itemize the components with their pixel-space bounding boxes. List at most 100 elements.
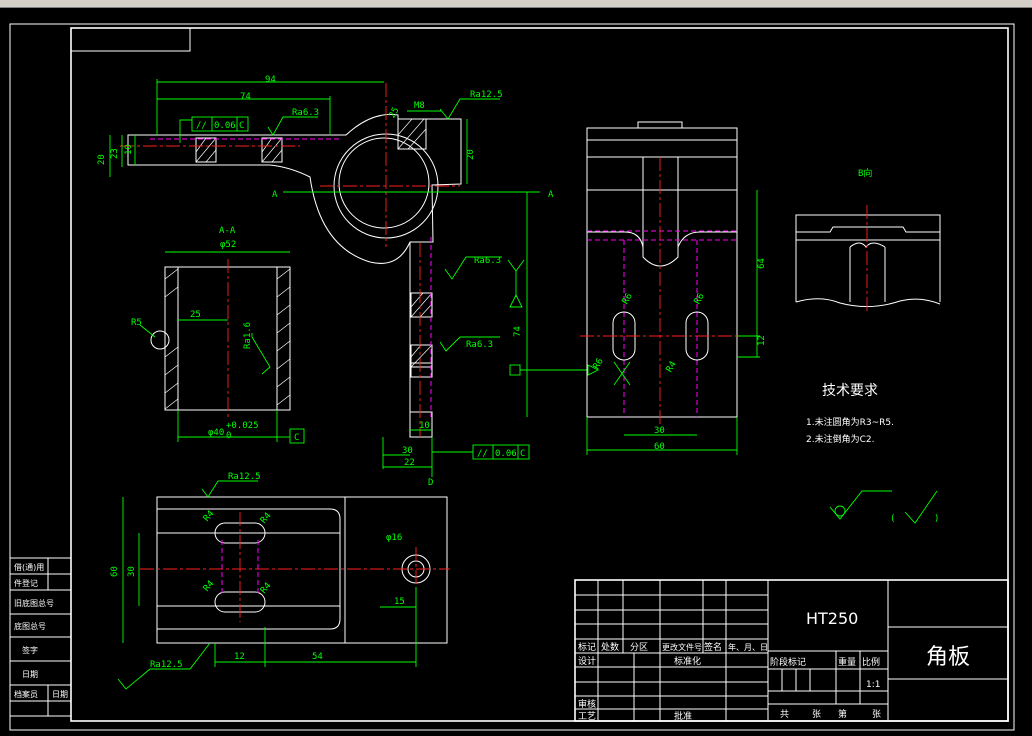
dim-phi40-upper: +0.025 bbox=[226, 421, 259, 431]
right-dimensions: 64 12 R6 R6 R6 R4 30 60 bbox=[586, 190, 767, 455]
cut-mark-a-left: A bbox=[272, 190, 278, 200]
tb-sheets-total: 共 bbox=[780, 709, 789, 720]
ra-section: Ra1.6 bbox=[243, 322, 253, 349]
cut-mark-d: D bbox=[428, 478, 433, 488]
dim-r6-a: R6 bbox=[621, 292, 635, 306]
toolbar-strip bbox=[0, 0, 1032, 8]
ra-front-2: Ra6.3 bbox=[474, 256, 501, 266]
tol-bottom-value: 0.06 bbox=[495, 449, 517, 459]
register-label-1: 件登记 bbox=[14, 578, 38, 588]
drawing-canvas: 借(通)用 件登记 旧底图总号 底图总号 签字 日期 档案员 日期 bbox=[9, 23, 1015, 731]
tech-item-2: 2.未注倒角为C2. bbox=[806, 433, 874, 445]
drawing-frame bbox=[9, 23, 1015, 731]
front-hatching bbox=[195, 118, 433, 378]
dim-bottom-30: 30 bbox=[127, 566, 137, 577]
b-view-label: B向 bbox=[858, 167, 872, 179]
ra-front-0: Ra12.5 bbox=[470, 90, 503, 100]
tb-date: 年、月、日 bbox=[728, 642, 768, 652]
dim-bottom-60: 60 bbox=[110, 566, 120, 577]
tol-top-value: 0.06 bbox=[214, 121, 236, 131]
dim-phi40-lower: 0 bbox=[226, 431, 231, 441]
dim-bottom-54: 54 bbox=[312, 652, 323, 662]
paren-close: ) bbox=[934, 514, 939, 524]
front-roughness: Ra6.3 Ra12.5 Ra6.3 Ra6.3 bbox=[267, 90, 503, 352]
dim-74-vertical: 74 bbox=[513, 326, 523, 337]
dim-phi16: φ16 bbox=[386, 533, 402, 543]
tb-mark: 标记 bbox=[578, 641, 596, 653]
tb-sheets-current: 第 bbox=[838, 708, 847, 720]
tb-standard: 标准化 bbox=[674, 655, 701, 667]
front-view: 94 74 M8 25 20 23 10 20 74 30 22 10 A A … bbox=[97, 75, 600, 488]
bottom-view: 60 30 12 54 15 φ16 R4 R4 R4 R4 Ra12.5 Ra… bbox=[110, 472, 450, 690]
tb-scale: 1:1 bbox=[866, 680, 880, 690]
dim-r6-b: R6 bbox=[693, 292, 707, 306]
register-label-5: 日期 bbox=[22, 670, 38, 679]
tb-sign: 签名 bbox=[704, 641, 722, 653]
title-block: 标记 处数 分区 更改文件号 签名 年、月、日 设计 标准化 审核 工艺 批准 … bbox=[574, 579, 1009, 722]
tech-requirements: 技术要求 1.未注圆角为R3~R5. 2.未注倒角为C2. ( ) bbox=[806, 383, 939, 524]
ra-front-3: Ra6.3 bbox=[466, 340, 493, 350]
bottom-dimensions: 60 30 12 54 15 φ16 R4 R4 R4 R4 bbox=[110, 497, 417, 667]
front-dimensions: 94 74 M8 25 20 23 10 20 74 30 22 10 A A … bbox=[97, 75, 554, 488]
dim-22: 22 bbox=[404, 458, 415, 468]
dim-left-23: 23 bbox=[110, 148, 120, 159]
view-arrow-b bbox=[507, 259, 600, 376]
register-label-7: 日期 bbox=[52, 690, 68, 699]
tol-top-ref: C bbox=[239, 121, 244, 131]
ra-bottom-left: Ra12.5 bbox=[150, 660, 183, 670]
dim-64: 64 bbox=[757, 258, 767, 269]
dim-bottom-r4-c: R4 bbox=[202, 579, 217, 594]
register-label-6: 档案员 bbox=[14, 689, 38, 699]
tb-design: 设计 bbox=[578, 655, 596, 667]
dim-bottom-r4-a: R4 bbox=[202, 509, 217, 524]
register-label-2: 旧底图总号 bbox=[14, 598, 54, 608]
dim-25: 25 bbox=[388, 106, 402, 120]
dim-m8: M8 bbox=[414, 101, 425, 111]
ra-bottom-top: Ra12.5 bbox=[228, 472, 261, 482]
dim-section-25: 25 bbox=[190, 310, 201, 320]
tolerance-frame-top: // 0.06 C bbox=[179, 116, 249, 143]
tb-zone: 分区 bbox=[630, 642, 648, 653]
dim-r5: R5 bbox=[131, 318, 142, 328]
register-label-4: 签字 bbox=[22, 645, 38, 655]
dim-phi52: φ52 bbox=[220, 240, 236, 250]
dim-bottom-15: 15 bbox=[394, 597, 405, 607]
section-hatching bbox=[164, 268, 291, 410]
dim-r4: R4 bbox=[665, 360, 679, 374]
tb-check: 审核 bbox=[578, 698, 596, 710]
dim-right-30: 30 bbox=[654, 426, 665, 436]
tol-bottom-ref: C bbox=[520, 449, 525, 459]
left-register-column: 借(通)用 件登记 旧底图总号 底图总号 签字 日期 档案员 日期 bbox=[9, 557, 72, 717]
dim-30: 30 bbox=[402, 446, 413, 456]
tb-sheets-unit2: 张 bbox=[872, 709, 881, 720]
section-label: A-A bbox=[219, 226, 236, 236]
tb-count: 处数 bbox=[601, 641, 619, 653]
tb-approve: 批准 bbox=[674, 710, 692, 722]
dim-bottom-r4-b: R4 bbox=[259, 511, 274, 526]
tol-bottom-symbol: // bbox=[477, 449, 488, 459]
dim-left-10: 10 bbox=[124, 144, 134, 155]
dim-r6-c: R6 bbox=[592, 357, 606, 371]
paren-open: ( bbox=[890, 514, 895, 524]
register-label-0: 借(通)用 bbox=[14, 562, 44, 572]
ra-front-1: Ra6.3 bbox=[292, 108, 319, 118]
register-label-3: 底图总号 bbox=[14, 621, 46, 631]
tb-material: HT250 bbox=[806, 609, 858, 628]
dim-94: 94 bbox=[265, 75, 276, 85]
tb-ratio-label: 比例 bbox=[862, 656, 880, 668]
dim-phi40: φ40 bbox=[208, 428, 224, 438]
tech-item-1: 1.未注圆角为R3~R5. bbox=[806, 416, 894, 428]
dim-right-20: 20 bbox=[466, 149, 476, 160]
tolerance-frame-bottom: // 0.06 C bbox=[432, 444, 530, 460]
section-view: A-A φ52 25 R5 φ40 +0.025 0 Ra1.6 bbox=[131, 226, 305, 444]
cut-mark-a-right: A bbox=[548, 190, 554, 200]
dim-right-60: 60 bbox=[654, 442, 665, 452]
tb-weight-label: 重量 bbox=[838, 656, 856, 668]
tol-top-symbol: // bbox=[196, 121, 207, 131]
tb-part-name: 角板 bbox=[926, 645, 970, 670]
dim-bottom-12: 12 bbox=[234, 652, 245, 662]
dim-10-bottom: 10 bbox=[419, 421, 430, 431]
datum-c: C bbox=[294, 433, 299, 443]
tech-title: 技术要求 bbox=[822, 383, 878, 399]
